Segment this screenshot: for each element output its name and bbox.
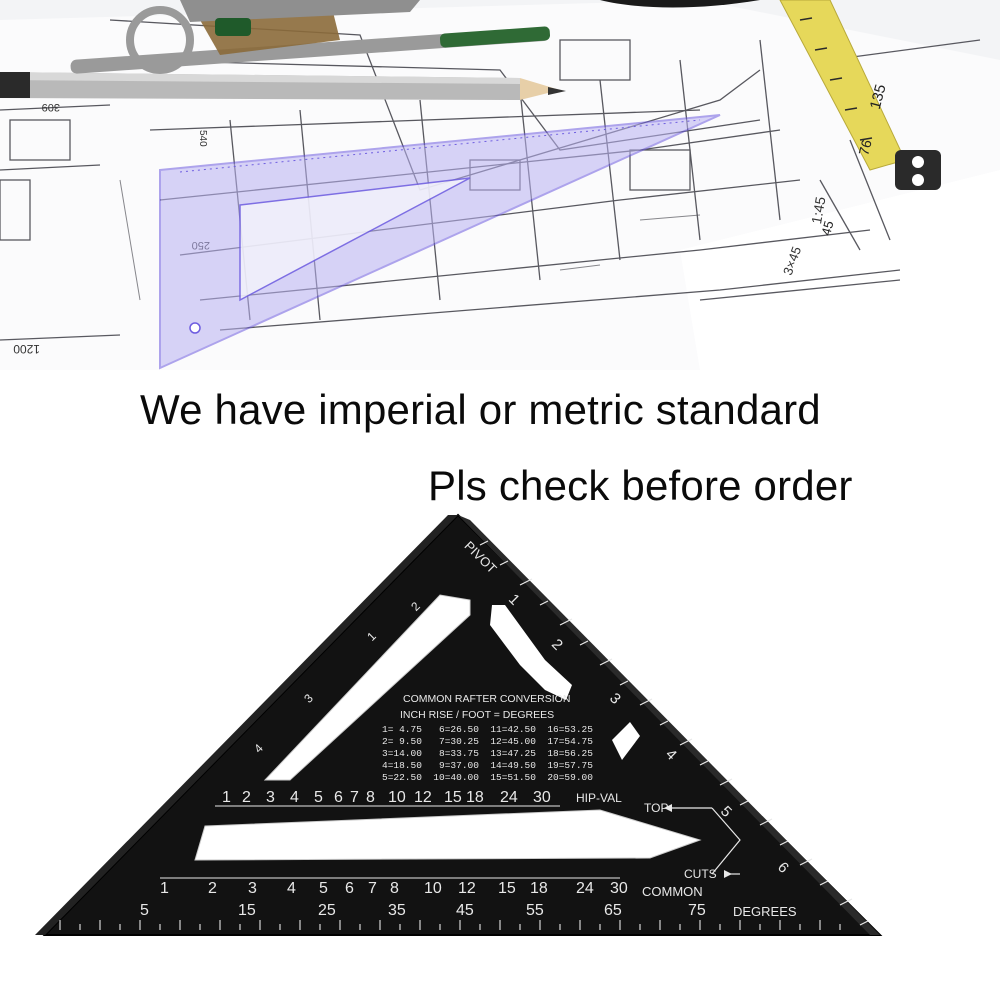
common-scale: 5 <box>319 880 328 897</box>
common-label: COMMON <box>642 884 703 899</box>
tape-number: 76 <box>855 138 875 157</box>
common-scale: 3 <box>248 880 257 897</box>
table-row: 4=18.50 9=37.00 14=49.50 19=57.75 <box>382 760 593 771</box>
rafter-square-illustration: PIVOT 1 2 3 4 5 6 1 2 3 4 COMMON RAFTER … <box>35 513 883 936</box>
hip-scale: 4 <box>290 789 299 806</box>
common-scale: 24 <box>576 880 594 897</box>
common-scale: 6 <box>345 880 354 897</box>
tape-number: 135 <box>867 83 890 112</box>
hip-scale: 18 <box>466 789 484 806</box>
hip-scale: 7 <box>350 789 359 806</box>
top-label: TOP <box>644 801 668 815</box>
hip-scale: 2 <box>242 789 251 806</box>
degree-scale: 35 <box>388 902 406 919</box>
upper-slot <box>263 594 471 781</box>
blueprint-illustration: 1200 250 309 540 1:45 3×45 <box>0 0 1000 370</box>
drawing-number: 1200 <box>13 342 40 356</box>
common-scale: 12 <box>458 880 476 897</box>
table-row: 1= 4.75 6=26.50 11=42.50 16=53.25 <box>382 724 593 735</box>
common-scale: 30 <box>610 880 628 897</box>
drawing-number: 309 <box>42 101 60 113</box>
hip-scale: 3 <box>266 789 275 806</box>
common-scale: 10 <box>424 880 442 897</box>
table-title: COMMON RAFTER CONVERSION <box>403 693 570 705</box>
common-scale: 1 <box>160 880 169 897</box>
degree-scale: 25 <box>318 902 336 919</box>
tape-measure: 135 76 45 <box>779 0 941 237</box>
headline-check: Pls check before order <box>428 462 853 509</box>
common-scale: 2 <box>208 880 217 897</box>
drawing-number: 1:45 <box>808 195 829 225</box>
degree-scale: 75 <box>688 902 706 919</box>
table-row: 5=22.50 10=40.00 15=51.50 20=59.00 <box>382 772 593 783</box>
degree-scale: 65 <box>604 902 622 919</box>
table-row: 2= 9.50 7=30.25 12=45.00 17=54.75 <box>382 736 593 747</box>
blueprint-photo: 1200 250 309 540 1:45 3×45 <box>0 0 1000 370</box>
common-scale: 8 <box>390 880 399 897</box>
common-scale: 18 <box>530 880 548 897</box>
common-scale: 4 <box>287 880 296 897</box>
degree-scale: 45 <box>456 902 474 919</box>
table-header: INCH RISE / FOOT = DEGREES <box>400 709 554 721</box>
degrees-label: DEGREES <box>733 904 797 919</box>
hip-scale: 10 <box>388 789 406 806</box>
hip-scale: 30 <box>533 789 551 806</box>
tape-number: 45 <box>818 219 836 237</box>
pencil <box>0 72 566 100</box>
common-scale: 15 <box>498 880 516 897</box>
hip-val-label: HIP-VAL <box>576 791 622 805</box>
hip-scale: 8 <box>366 789 375 806</box>
hip-scale: 5 <box>314 789 323 806</box>
hip-scale: 1 <box>222 789 231 806</box>
common-scale: 7 <box>368 880 377 897</box>
headline-standard: We have imperial or metric standard <box>140 386 821 433</box>
notch-slot <box>490 605 572 700</box>
table-row: 3=14.00 8=33.75 13=47.25 18=56.25 <box>382 748 593 759</box>
compass-icon <box>70 0 551 74</box>
hip-scale: 6 <box>334 789 343 806</box>
cuts-label: CUTS <box>684 867 717 881</box>
degree-scale: 55 <box>526 902 544 919</box>
rafter-square: PIVOT 1 2 3 4 5 6 1 2 3 4 COMMON RAFTER … <box>0 505 1000 1000</box>
degree-scale: 5 <box>140 902 149 919</box>
degree-scale: 15 <box>238 902 256 919</box>
hip-scale: 12 <box>414 789 432 806</box>
drawing-number: 540 <box>197 130 208 147</box>
lower-slot <box>194 809 702 861</box>
hip-scale: 24 <box>500 789 518 806</box>
triangle-ruler <box>159 114 721 370</box>
hip-scale: 15 <box>444 789 462 806</box>
small-slot <box>612 722 640 760</box>
